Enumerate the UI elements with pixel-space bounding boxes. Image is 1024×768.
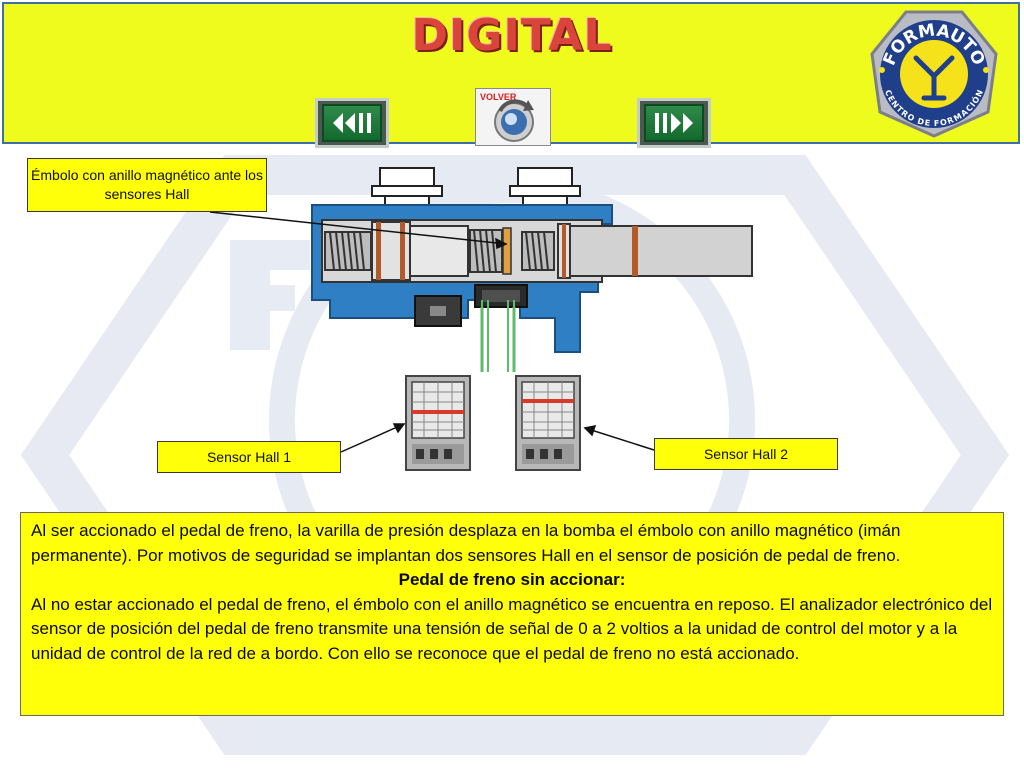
volver-button[interactable]: VOLVER — [475, 88, 551, 146]
piston-secondary — [409, 225, 469, 277]
spring-center — [469, 229, 503, 273]
magnetic-ring — [502, 227, 512, 275]
next-button[interactable] — [637, 98, 711, 148]
spring-left — [324, 231, 372, 271]
reservoir-port-left — [371, 167, 443, 211]
formauto-logo: FORMAUTO CENTRO DE FORMACIÓN — [870, 10, 998, 138]
rewind-arrows-icon — [333, 113, 371, 133]
oscilloscope-sensor-2 — [515, 375, 581, 471]
forward-arrows-icon — [655, 113, 693, 133]
spring-right — [521, 231, 555, 271]
description-paragraph-2: Al no estar accionado el pedal de freno,… — [31, 594, 993, 663]
volver-label: VOLVER — [480, 92, 517, 102]
return-arrow-icon — [494, 99, 534, 142]
page-title: DIGITAL — [411, 10, 613, 61]
previous-button[interactable] — [315, 98, 389, 148]
oscilloscope-sensor-1 — [405, 375, 471, 471]
sensor-wires — [480, 300, 516, 372]
callout-sensor-hall-1: Sensor Hall 1 — [157, 441, 341, 473]
pointer-embolo — [209, 211, 507, 245]
master-cylinder-diagram — [209, 167, 753, 471]
callout-embolo: Émbolo con anillo magnético ante los sen… — [27, 158, 267, 212]
description-subtitle: Pedal de freno sin accionar: — [398, 570, 626, 589]
description-box: Al ser accionado el pedal de freno, la v… — [20, 512, 1004, 716]
reservoir-port-right — [509, 167, 581, 211]
callout-sensor-hall-2: Sensor Hall 2 — [654, 438, 838, 470]
pointer-hall1 — [340, 423, 405, 453]
pointer-hall2 — [584, 427, 655, 451]
push-rod — [559, 225, 753, 277]
description-paragraph-1: Al ser accionado el pedal de freno, la v… — [31, 521, 901, 565]
